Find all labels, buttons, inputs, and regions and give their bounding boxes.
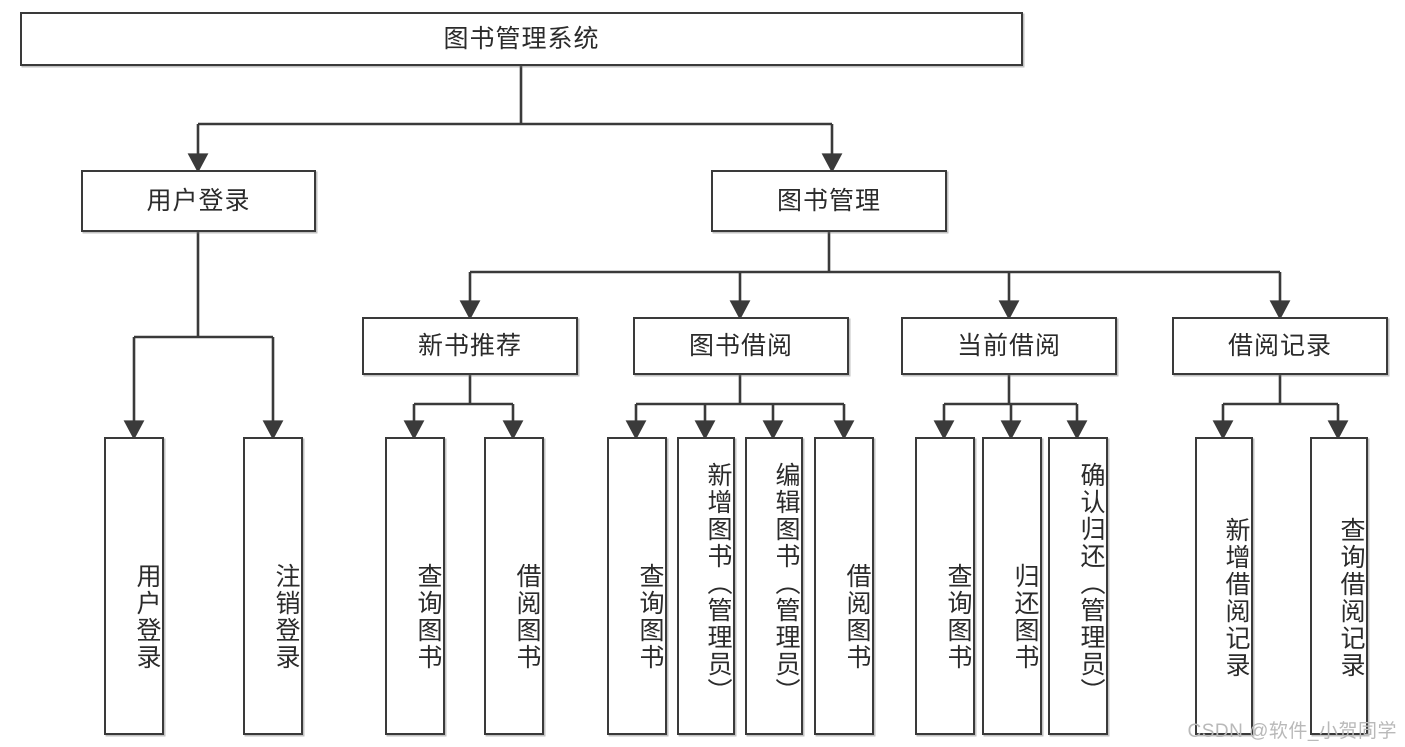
node-leaf-add-book[interactable]: 新增图书（管理员） bbox=[677, 437, 735, 735]
node-borrow-record[interactable]: 借阅记录 bbox=[1172, 317, 1388, 375]
node-user-login-label: 用户登录 bbox=[146, 186, 251, 216]
node-book-borrow-label: 图书借阅 bbox=[688, 331, 793, 361]
node-leaf-query-record[interactable]: 查询借阅记录 bbox=[1310, 437, 1368, 735]
node-book-management-label: 图书管理 bbox=[776, 186, 881, 216]
node-leaf-query-book-3-label: 查询图书 bbox=[944, 563, 973, 671]
node-leaf-borrow-book-2[interactable]: 借阅图书 bbox=[814, 437, 874, 735]
node-current-borrow[interactable]: 当前借阅 bbox=[901, 317, 1117, 375]
node-leaf-borrow-book-1-label: 借阅图书 bbox=[513, 563, 542, 671]
node-new-book-recommend[interactable]: 新书推荐 bbox=[362, 317, 578, 375]
node-user-login[interactable]: 用户登录 bbox=[81, 170, 316, 232]
node-leaf-query-book-3[interactable]: 查询图书 bbox=[915, 437, 975, 735]
node-book-management[interactable]: 图书管理 bbox=[711, 170, 947, 232]
node-leaf-edit-book[interactable]: 编辑图书（管理员） bbox=[745, 437, 803, 735]
csdn-watermark: CSDN @软件_小贺同学 bbox=[1187, 721, 1397, 742]
node-leaf-return-book-label: 归还图书 bbox=[1011, 563, 1040, 671]
node-borrow-record-label: 借阅记录 bbox=[1227, 331, 1332, 361]
node-current-borrow-label: 当前借阅 bbox=[956, 331, 1061, 361]
node-leaf-query-book-2[interactable]: 查询图书 bbox=[607, 437, 667, 735]
node-leaf-user-login-label: 用户登录 bbox=[133, 563, 162, 671]
node-leaf-query-record-label: 查询借阅记录 bbox=[1337, 517, 1366, 679]
node-leaf-confirm-return[interactable]: 确认归还（管理员） bbox=[1048, 437, 1108, 735]
node-leaf-add-book-label: 新增图书（管理员） bbox=[704, 461, 733, 705]
node-leaf-logout-label: 注销登录 bbox=[272, 563, 301, 671]
node-root[interactable]: 图书管理系统 bbox=[20, 12, 1023, 66]
node-leaf-logout[interactable]: 注销登录 bbox=[243, 437, 303, 735]
node-leaf-query-book-1[interactable]: 查询图书 bbox=[385, 437, 445, 735]
node-leaf-query-book-1-label: 查询图书 bbox=[414, 563, 443, 671]
node-leaf-confirm-return-label: 确认归还（管理员） bbox=[1077, 461, 1106, 705]
node-leaf-borrow-book-2-label: 借阅图书 bbox=[843, 563, 872, 671]
node-leaf-return-book[interactable]: 归还图书 bbox=[982, 437, 1042, 735]
node-leaf-query-book-2-label: 查询图书 bbox=[636, 563, 665, 671]
node-leaf-add-record-label: 新增借阅记录 bbox=[1222, 517, 1251, 679]
node-root-label: 图书管理系统 bbox=[443, 24, 600, 54]
node-leaf-user-login[interactable]: 用户登录 bbox=[104, 437, 164, 735]
node-book-borrow[interactable]: 图书借阅 bbox=[633, 317, 849, 375]
node-leaf-edit-book-label: 编辑图书（管理员） bbox=[772, 461, 801, 705]
node-leaf-borrow-book-1[interactable]: 借阅图书 bbox=[484, 437, 544, 735]
node-new-book-recommend-label: 新书推荐 bbox=[417, 331, 522, 361]
node-leaf-add-record[interactable]: 新增借阅记录 bbox=[1195, 437, 1253, 735]
